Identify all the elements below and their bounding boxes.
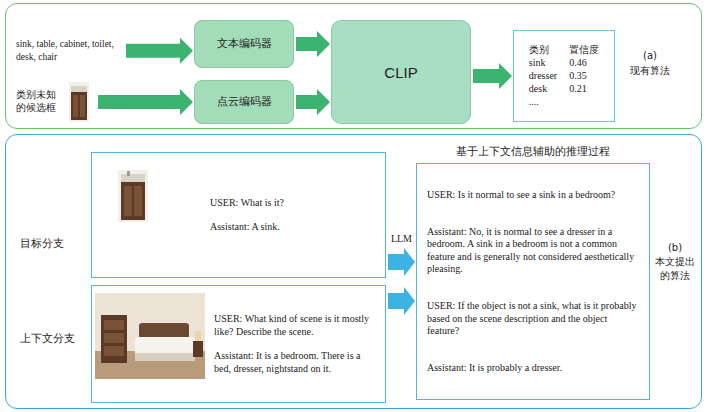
node-text: 点云编码器 [217,95,272,109]
block-arrow [388,248,415,276]
algorithm-panel: (b)本文提出的算法 目标分支 USER: What is it? Assistant… [5,134,702,409]
branch-label: 目标分支 [20,237,64,250]
thumb-door [80,95,85,117]
scene-drawer [104,346,124,356]
thumb-ground [69,82,89,122]
branch-label: 上下文分支 [20,332,75,345]
encoder-box: 文本编码器 [194,20,294,68]
block-arrow [98,89,193,115]
box-heading: 基于上下文信息辅助的推理过程 [417,145,649,158]
scene-bed-frame [135,353,195,361]
scene-headboard [139,323,189,339]
thumb-tap [127,171,130,176]
panel-caption: 本文提出的算法 [654,255,696,282]
scene-thumbnail [95,293,205,379]
scene-nightstand [193,341,203,357]
dialog-box: 上下文分支USER: What kind of scene is it most… [91,285,386,403]
clip-box: CLIP [331,20,471,124]
table-header: 置信度 [569,44,599,56]
scene-lamp [195,331,201,341]
algorithm-panel: (a)现有算法 sink, table, cabinet, toilet, des… [5,3,702,129]
reasoning-box: 基于上下文信息辅助的推理过程USER: Is it normal to see … [416,163,650,400]
node-text: 类别未知的候选框 [16,88,58,114]
node-text: CLIP [384,64,417,81]
thumb-cabinet [121,182,145,220]
dialog-line: USER: If the object is not a sink, what … [427,300,639,338]
table-cell: sink [529,56,557,69]
thumb-cabinet [71,92,87,120]
block-arrow [126,38,193,64]
dialog-line: USER: What kind of scene is it mostly li… [214,313,377,338]
table-header: 类别 [529,44,557,56]
thumb-door [124,186,132,216]
node-text: sink, table, cabinet, toilet, desk, chai… [16,38,124,64]
candidate-box: 类别未知的候选框 [16,78,96,126]
dialog-line: USER: What is it? [210,197,375,210]
class-list: sink, table, cabinet, toilet, desk, chai… [16,38,124,64]
node-text: 文本编码器 [217,37,272,51]
dialog-line: Assistant: A sink. [210,221,375,234]
candidate-thumbnail [69,82,89,122]
panel-tag: (a) [624,48,676,63]
dialog-line: Assistant: It is a bedroom. There is a b… [214,350,377,375]
panel-tag: (b) [652,240,698,255]
panel-label: (a)现有算法 [624,48,676,78]
encoder-box: 点云编码器 [194,80,294,124]
thumb-ground [118,170,148,222]
dialog-line: Assistant: No, it is normal to see a dre… [427,226,639,276]
panel-label: (b)本文提出的算法 [652,240,698,282]
table-cell: desk [529,82,557,95]
thumb-door [73,95,78,117]
result-table: 类别置信度 sink 0.46 dresser 0.35 desk 0.21.... [513,30,615,122]
scene-dresser [101,315,127,363]
thumb-top [71,86,87,92]
target-thumbnail [118,170,148,222]
dialog-box: 目标分支USER: What is it?Assistant: A sink. [91,152,386,278]
dialog-line: USER: Is it normal to see a sink in a be… [427,189,639,202]
panel-caption: 现有算法 [624,63,676,78]
thumb-door [134,186,142,216]
thumb-top [121,174,145,182]
table-cell: .... [529,95,557,108]
table-cell: dresser [529,69,557,82]
scene-drawer [104,333,124,343]
block-arrow [388,287,415,315]
block-arrow [473,63,512,89]
table-cell: 0.46 [569,56,599,69]
dialog-line: Assistant: It is probably a dresser. [427,362,639,375]
arrow-label: LLM [390,233,413,245]
table-cell: 0.35 [569,69,599,82]
block-arrow [296,89,330,115]
table-cell: 0.21 [569,82,599,95]
scene-wall [95,293,205,379]
block-arrow [296,31,330,57]
scene-drawer [104,320,124,330]
